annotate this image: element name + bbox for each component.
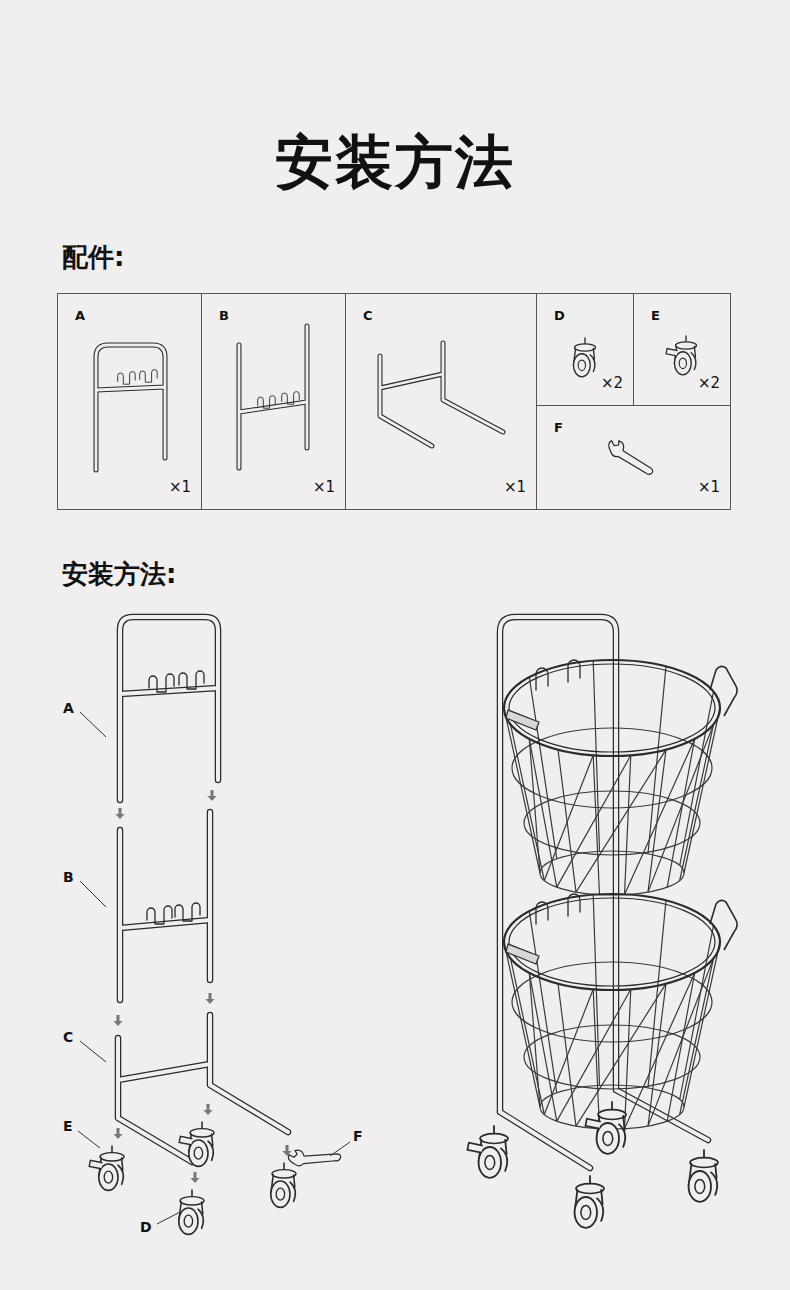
part-letter: E (651, 308, 660, 323)
exploded-frame-a (120, 617, 218, 800)
quantity-label: ×2 (698, 374, 720, 392)
part-letter: C (63, 1029, 73, 1045)
assembled-cart (467, 617, 737, 1228)
part-letter: F (353, 1128, 363, 1144)
part-a-frame (96, 345, 165, 470)
part-letter: E (63, 1118, 73, 1134)
part-cell: F ×1 (536, 405, 731, 510)
quantity-label: ×1 (504, 478, 526, 496)
leader-lines (78, 712, 350, 1224)
caster-e (666, 336, 696, 375)
quantity-label: ×2 (601, 374, 623, 392)
part-cell: C ×1 (345, 293, 537, 510)
part-cell: B ×1 (201, 293, 346, 510)
part-letter: D (554, 308, 565, 323)
part-letter: B (63, 869, 74, 885)
caster-d (573, 338, 595, 377)
part-letter: A (63, 700, 74, 716)
quantity-label: ×1 (698, 478, 720, 496)
wrench-f (604, 438, 659, 475)
assembly-arrows (114, 790, 292, 1183)
part-cell: D ×2 (536, 293, 634, 406)
section-heading: 配件: (62, 240, 124, 275)
part-letter: C (363, 308, 373, 323)
part-letter: A (75, 308, 85, 323)
exploded-base-c (118, 1015, 288, 1162)
section-heading: 安装方法: (62, 557, 176, 592)
quantity-label: ×1 (169, 478, 191, 496)
exploded-casters (89, 1122, 341, 1234)
quantity-label: ×1 (313, 478, 335, 496)
part-cell: E ×2 (633, 293, 731, 406)
part-cell: A ×1 (57, 293, 202, 510)
part-c-base (380, 343, 503, 446)
part-b-frame (239, 326, 307, 468)
part-letter: D (140, 1219, 152, 1235)
part-letter: F (554, 420, 563, 435)
exploded-frame-b (120, 812, 210, 1000)
part-letter: B (219, 308, 229, 323)
page-title: 安装方法 (275, 124, 515, 202)
